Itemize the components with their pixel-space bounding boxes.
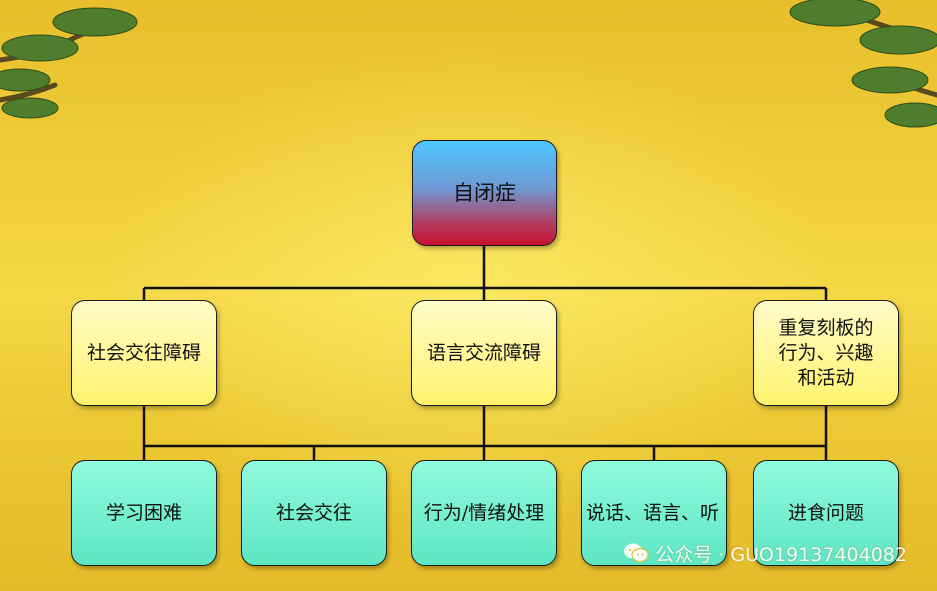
node-label: 重复刻板的 行为、兴趣 和活动 — [778, 316, 874, 389]
node-behavior-emotion-handling: 行为/情绪处理 — [411, 460, 557, 566]
node-feeding-problems: 进食问题 — [753, 460, 899, 566]
node-label: 进食问题 — [787, 501, 864, 524]
wechat-icon — [624, 543, 649, 563]
node-repetitive-behaviors: 重复刻板的 行为、兴趣 和活动 — [753, 300, 899, 406]
node-speech-language-listening: 说话、语言、听 — [581, 460, 727, 566]
node-label: 行为/情绪处理 — [423, 501, 545, 524]
node-label: 学习困难 — [105, 501, 182, 524]
watermark: 公众号 · GUO19137404082 — [623, 540, 907, 566]
pine-branch-right — [789, 0, 937, 128]
node-label: 社会交往 — [275, 501, 352, 524]
watermark-text: 公众号 · GUO19137404082 — [655, 543, 907, 566]
node-label: 社会交往障碍 — [86, 341, 201, 364]
root-node-label: 自闭症 — [453, 180, 516, 205]
node-language-communication-disorder: 语言交流障碍 — [411, 300, 557, 406]
root-node-autism: 自闭症 — [412, 140, 557, 246]
node-social-interaction: 社会交往 — [241, 460, 387, 566]
pine-branch-left — [0, 7, 138, 119]
node-label: 说话、语言、听 — [586, 501, 720, 524]
node-label: 语言交流障碍 — [426, 341, 541, 364]
node-social-interaction-disorder: 社会交往障碍 — [71, 300, 217, 406]
node-learning-difficulties: 学习困难 — [71, 460, 217, 566]
